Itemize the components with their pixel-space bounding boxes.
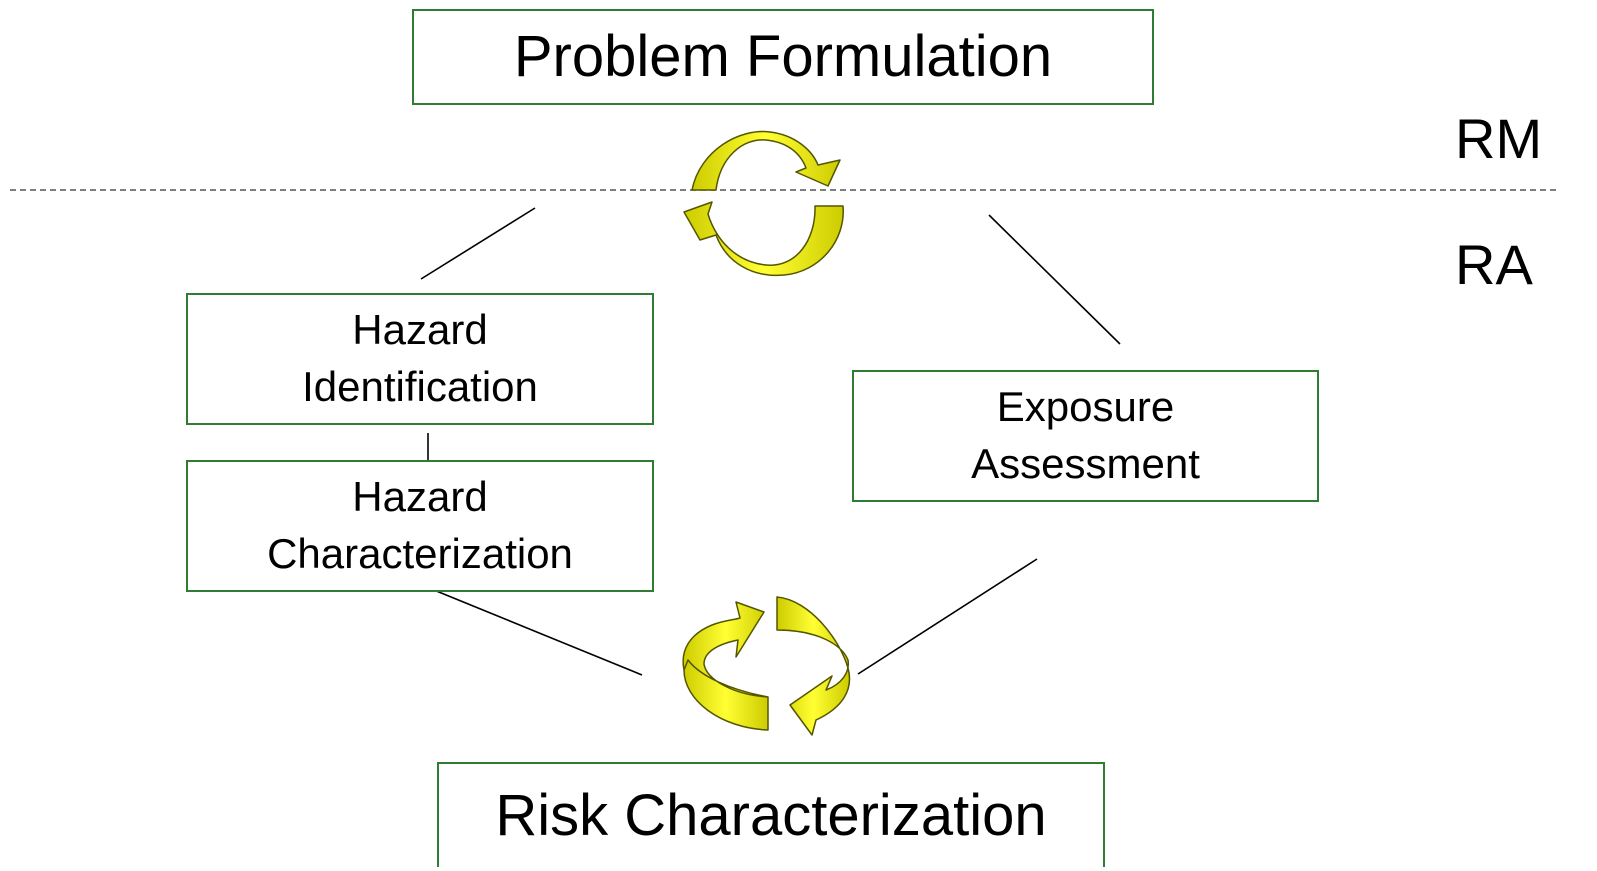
hazard-characterization-label-line-1: Hazard <box>352 473 488 521</box>
risk-characterization-label: Risk Characterization <box>495 782 1047 848</box>
zone-label-rm: RM <box>1455 107 1543 170</box>
exposure-assessment-label-line-2: Assessment <box>971 440 1200 487</box>
exposure-assessment-box: Exposure Assessment <box>852 370 1319 502</box>
hazard-characterization-label-line-2: Characterization <box>267 530 573 577</box>
line-exposure-to-risk <box>857 558 1038 675</box>
hazard-identification-label-line-1: Hazard <box>352 306 488 354</box>
line-hazard-char-to-risk <box>428 587 643 676</box>
line-problem-to-exposure <box>988 214 1121 345</box>
zone-label-ra: RA <box>1455 233 1533 296</box>
exposure-assessment-label-line-1: Exposure <box>996 383 1175 431</box>
risk-characterization-box: Risk Characterization <box>437 762 1105 867</box>
lower-cycle-arrows-icon <box>682 596 851 736</box>
problem-formulation-box: Problem Formulation <box>412 9 1154 105</box>
problem-formulation-label: Problem Formulation <box>513 24 1053 90</box>
hazard-identification-label-line-2: Identification <box>302 363 538 410</box>
hazard-characterization-box: Hazard Characterization <box>186 460 654 592</box>
hazard-identification-box: Hazard Identification <box>186 293 654 425</box>
upper-cycle-arrows-icon <box>683 130 844 277</box>
line-problem-to-hazard-id <box>420 207 536 280</box>
